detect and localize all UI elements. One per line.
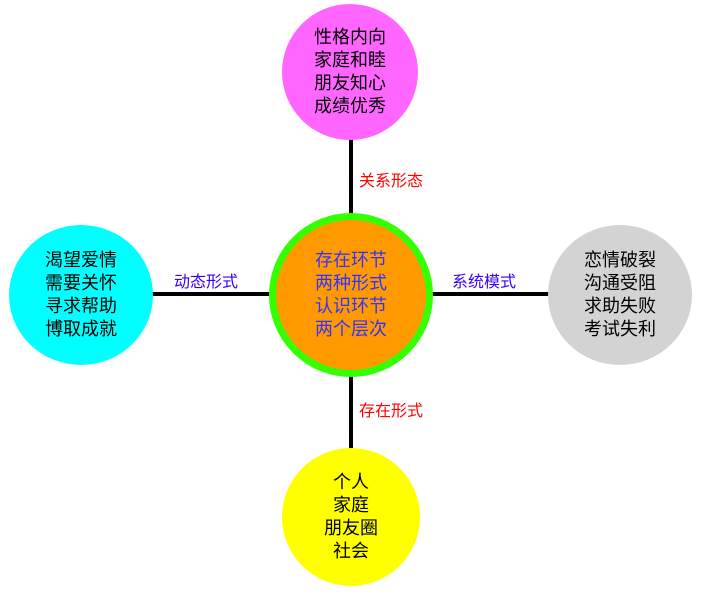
bottom-node-line: 个人	[333, 472, 369, 493]
left-node-line: 寻求帮助	[45, 296, 117, 317]
right-node-line: 恋情破裂	[584, 250, 656, 271]
edge-label-bottom: 存在形式	[356, 401, 427, 421]
connector-right	[430, 292, 552, 296]
bottom-node: 个人 家庭 朋友圈 社会	[282, 448, 420, 586]
bottom-node-line: 家庭	[333, 495, 369, 516]
connector-left	[150, 292, 272, 296]
top-node-line: 朋友知心	[314, 73, 386, 94]
right-node-line: 考试失利	[584, 319, 656, 340]
connector-bottom	[349, 372, 353, 450]
left-node-line: 需要关怀	[45, 273, 117, 294]
top-node-line: 成绩优秀	[314, 96, 386, 117]
edge-label-left: 动态形式	[171, 272, 242, 292]
edge-label-right: 系统模式	[449, 272, 520, 292]
right-node: 恋情破裂 沟通受阻 求助失败 考试失利	[548, 225, 692, 365]
center-node-line: 两种形式	[315, 273, 387, 294]
center-node-line: 存在环节	[315, 250, 387, 271]
top-node-line: 性格内向	[314, 27, 386, 48]
connector-top	[349, 138, 353, 216]
center-node-line: 认识环节	[315, 296, 387, 317]
left-node-line: 渴望爱情	[45, 250, 117, 271]
bottom-node-line: 社会	[333, 541, 369, 562]
top-node-line: 家庭和睦	[314, 50, 386, 71]
left-node: 渴望爱情 需要关怀 寻求帮助 博取成就	[9, 225, 153, 365]
bottom-node-line: 朋友圈	[324, 518, 378, 539]
center-node-line: 两个层次	[315, 319, 387, 340]
center-node: 存在环节 两种形式 认识环节 两个层次	[269, 213, 433, 377]
right-node-line: 沟通受阻	[584, 273, 656, 294]
right-node-line: 求助失败	[584, 296, 656, 317]
edge-label-top: 关系形态	[356, 171, 427, 191]
top-node: 性格内向 家庭和睦 朋友知心 成绩优秀	[282, 4, 418, 140]
left-node-line: 博取成就	[45, 319, 117, 340]
